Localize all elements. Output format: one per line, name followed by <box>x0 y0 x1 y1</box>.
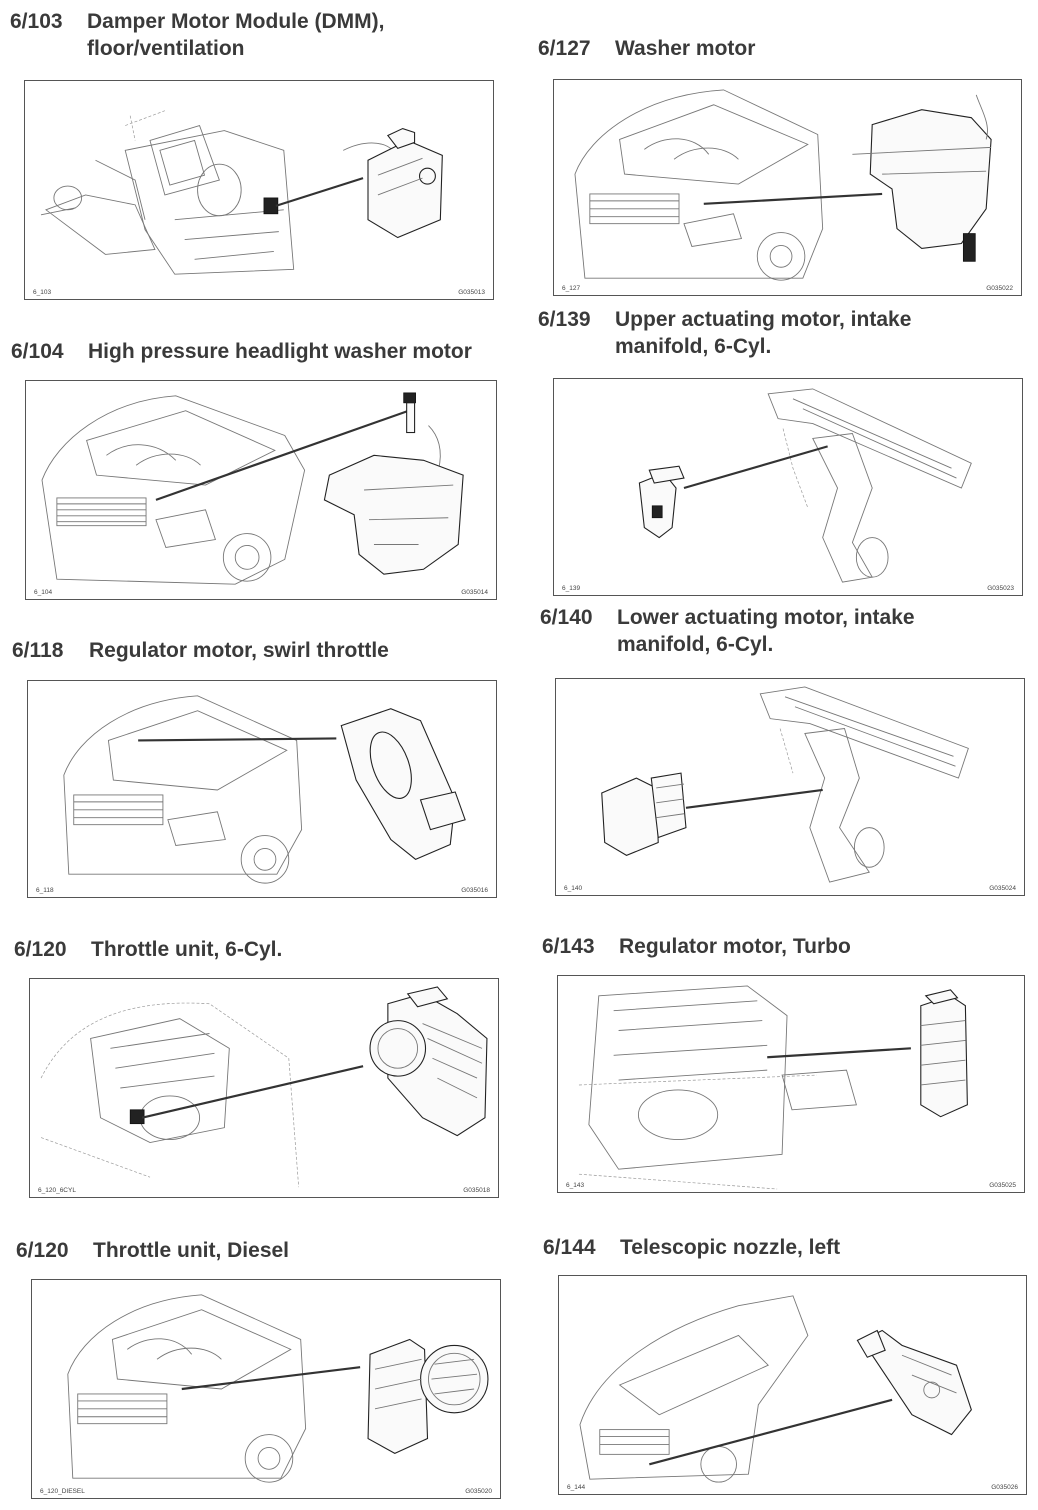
component-number: 6/103 <box>10 10 63 33</box>
figure-code-right: G035024 <box>989 885 1016 892</box>
component-number: 6/144 <box>543 1236 596 1259</box>
title-line: Damper Motor Module (DMM), <box>87 10 385 33</box>
figure-code-left: 6_104 <box>34 589 53 596</box>
title-line: Lower actuating motor, intake <box>617 606 915 629</box>
title-line: Regulator motor, swirl throttle <box>89 639 389 662</box>
component-title: 6/120 Throttle unit, 6-Cyl. <box>14 936 282 963</box>
figure-code-right: G035025 <box>989 1182 1016 1189</box>
figure-code-right: G035013 <box>458 289 485 296</box>
upper-intake-motor-illustration <box>638 388 972 583</box>
title-line: Telescopic nozzle, left <box>620 1236 841 1259</box>
title-line: Throttle unit, 6-Cyl. <box>91 938 283 961</box>
illustration-frame: 6_127 G035022 <box>553 79 1022 296</box>
figure-code-left: 6_127 <box>562 285 581 292</box>
figure-code-right: G035026 <box>991 1484 1018 1491</box>
figure-code-left: 6_118 <box>36 887 54 894</box>
figure-code-left: 6_103 <box>33 289 52 296</box>
throttle-6cyl-illustration <box>40 986 488 1188</box>
figure-code-right: G035023 <box>987 585 1014 592</box>
component-number: 6/120 <box>16 1239 69 1262</box>
component-number: 6/127 <box>538 37 591 60</box>
illustration-frame: 6_143 G035025 <box>557 975 1025 1193</box>
figure-code-left: 6_120_6CYL <box>38 1187 76 1194</box>
component-title: 6/143 Regulator motor, Turbo <box>542 933 851 960</box>
dmm-illustration <box>40 110 443 275</box>
illustration-frame: 6_118 G035016 <box>27 680 497 898</box>
title-line: manifold, 6-Cyl. <box>617 633 774 656</box>
illustration-frame: 6_120_6CYL G035018 <box>29 978 499 1198</box>
figure-code-left: 6_144 <box>567 1484 586 1491</box>
component-title: 6/120 Throttle unit, Diesel <box>16 1237 289 1264</box>
title-line: High pressure headlight washer motor <box>88 340 472 363</box>
title-line: Throttle unit, Diesel <box>93 1239 290 1262</box>
illustration-frame: 6_104 G035014 <box>25 380 497 600</box>
component-title: 6/127 Washer motor <box>538 35 755 62</box>
throttle-diesel-illustration <box>67 1294 489 1483</box>
component-title: 6/140 Lower actuating motor, intake mani… <box>540 604 915 656</box>
component-title: 6/104 High pressure headlight washer mot… <box>11 338 472 365</box>
figure-code-right: G035022 <box>986 285 1013 292</box>
component-number: 6/143 <box>542 935 595 958</box>
illustration-frame: 6_144 G035026 <box>558 1275 1027 1495</box>
figure-code-left: 6_139 <box>562 585 581 592</box>
figure-code-right: G035014 <box>461 589 488 596</box>
illustration-frame: 6_120_DIESEL G035020 <box>31 1279 501 1499</box>
headlight-washer-illustration <box>41 392 464 585</box>
title-line: manifold, 6-Cyl. <box>615 335 772 358</box>
lower-intake-motor-illustration <box>601 686 969 883</box>
title-line: Regulator motor, Turbo <box>619 935 851 958</box>
figure-code-right: G035016 <box>461 887 488 894</box>
component-number: 6/120 <box>14 938 67 961</box>
figure-code-right: G035020 <box>465 1488 492 1495</box>
component-number: 6/104 <box>11 340 64 363</box>
title-line: Upper actuating motor, intake <box>615 308 912 331</box>
component-number: 6/139 <box>538 308 591 331</box>
swirl-throttle-illustration <box>63 695 466 884</box>
title-line: Washer motor <box>615 37 756 60</box>
figure-code-right: G035018 <box>463 1187 490 1194</box>
telescopic-nozzle-illustration <box>579 1295 972 1483</box>
turbo-regulator-illustration <box>578 985 968 1190</box>
component-title: 6/144 Telescopic nozzle, left <box>543 1234 840 1261</box>
illustration-frame: 6_103 G035013 <box>24 80 494 300</box>
figure-code-left: 6_120_DIESEL <box>40 1488 85 1495</box>
component-title: 6/103 Damper Motor Module (DMM), floor/v… <box>10 8 384 60</box>
component-title: 6/139 Upper actuating motor, intake mani… <box>538 306 911 358</box>
illustration-frame: 6_139 G035023 <box>553 378 1023 596</box>
illustration-frame: 6_140 G035024 <box>555 678 1025 896</box>
figure-code-left: 6_140 <box>564 885 583 892</box>
component-number: 6/140 <box>540 606 593 629</box>
title-line: floor/ventilation <box>87 37 245 60</box>
component-title: 6/118 Regulator motor, swirl throttle <box>12 637 389 664</box>
figure-code-left: 6_143 <box>566 1182 585 1189</box>
component-number: 6/118 <box>12 639 64 662</box>
washer-motor-illustration <box>574 89 992 281</box>
